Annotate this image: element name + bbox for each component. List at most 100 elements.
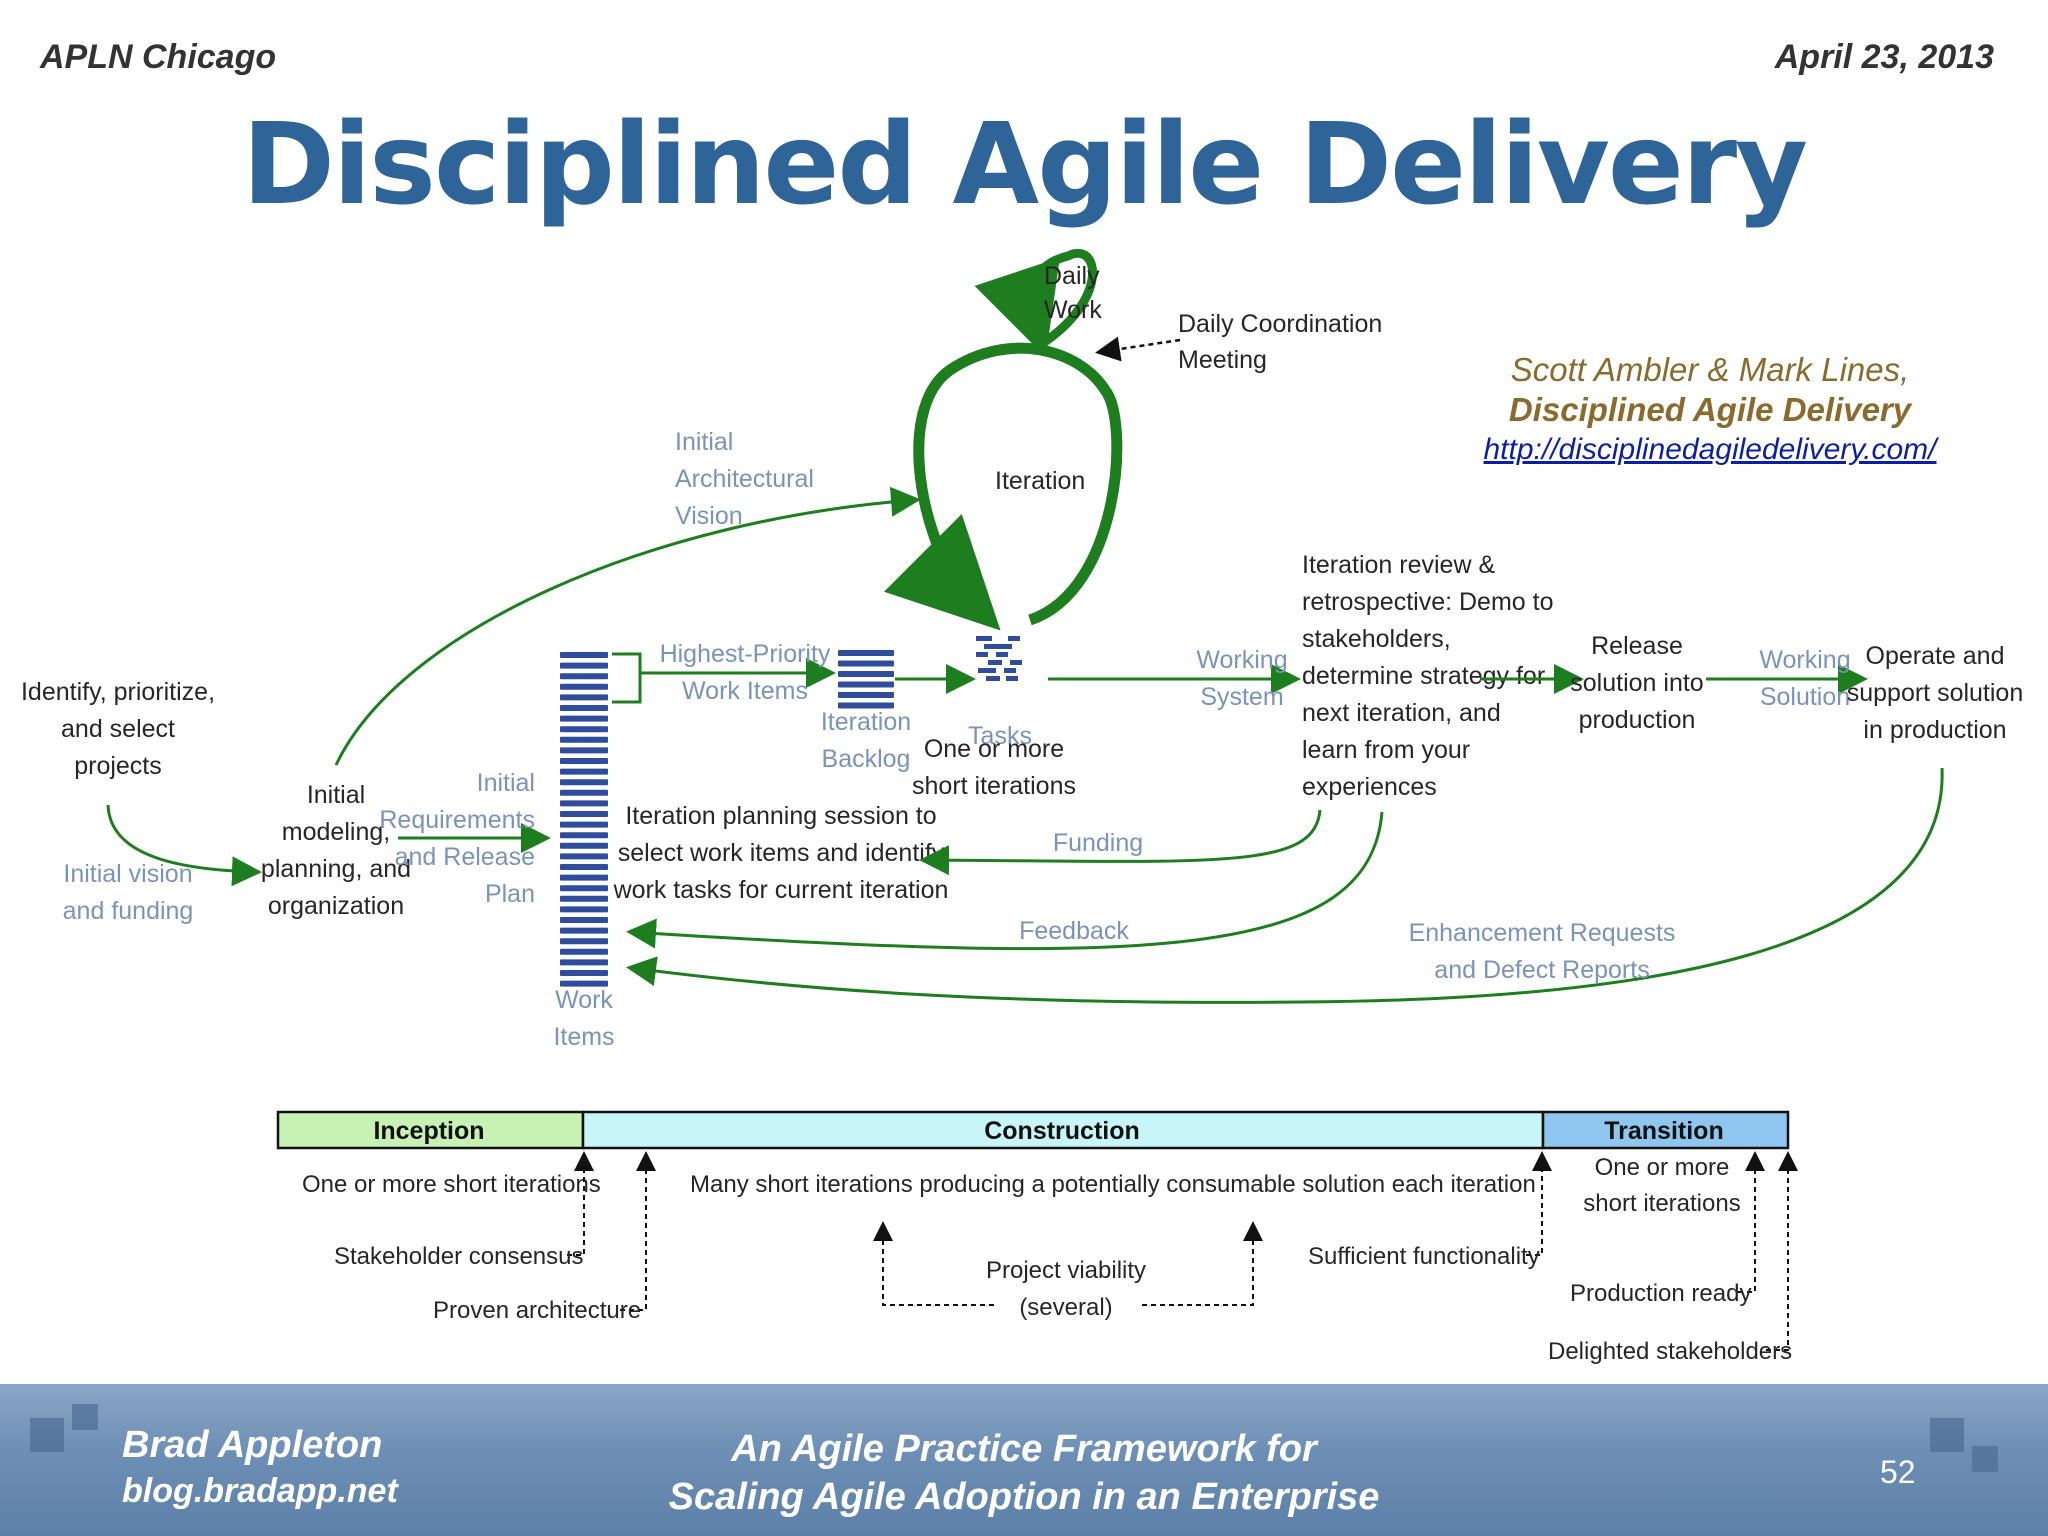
- work-item: [560, 980, 608, 987]
- citation-book: Disciplined Agile Delivery: [1508, 391, 1912, 428]
- task-block: [1006, 676, 1018, 681]
- citation-url[interactable]: http://disciplinedagiledelivery.com/: [1483, 433, 1937, 466]
- construction-label: Construction: [984, 1117, 1140, 1145]
- construction-note: Many short iterations producing a potent…: [690, 1171, 1536, 1198]
- transition-label: Transition: [1604, 1117, 1723, 1145]
- work-item: [560, 811, 608, 817]
- construction-phase: [581, 1110, 1545, 1150]
- iteration-review-label: Iteration review &retrospective: Demo to…: [1302, 551, 1554, 801]
- work-item: [560, 683, 608, 690]
- work-item: [560, 747, 608, 754]
- footer-decoration: [1930, 1418, 1964, 1452]
- inception-note: One or more short iterations: [302, 1171, 601, 1198]
- milestone-stakeholder-consensus: Stakeholder consensus: [334, 1243, 584, 1270]
- author-name: Brad Appleton: [122, 1424, 383, 1466]
- work-item: [560, 895, 608, 902]
- task-block: [984, 644, 1000, 649]
- task-block: [988, 660, 1002, 665]
- feedback-arrow: [626, 811, 1384, 951]
- task-block: [1004, 668, 1016, 673]
- funding-label: Funding: [1053, 829, 1143, 857]
- backlog-item: [838, 660, 894, 667]
- work-item: [560, 938, 608, 945]
- iteration-backlog-stack: [838, 650, 894, 709]
- work-item: [560, 970, 608, 976]
- task-block: [976, 652, 988, 657]
- inception-label: Inception: [373, 1117, 484, 1145]
- work-item: [560, 662, 608, 669]
- daily-work-loop-arrow: [974, 249, 1097, 358]
- task-block: [1000, 644, 1012, 649]
- work-item: [560, 874, 608, 881]
- work-item: [560, 906, 608, 913]
- iteration-label: Iteration: [995, 467, 1085, 495]
- task-block: [1010, 660, 1022, 665]
- backlog-item: [838, 681, 894, 688]
- slide-title: Disciplined Agile Delivery: [241, 100, 1808, 230]
- tasks-label: Tasks: [968, 722, 1032, 750]
- footer: Brad Appleton blog.bradapp.net An Agile …: [0, 1384, 2048, 1536]
- work-item: [560, 800, 608, 807]
- citation-authors: Scott Ambler & Mark Lines,: [1510, 351, 1910, 388]
- work-item: [560, 853, 608, 860]
- work-item: [560, 864, 608, 870]
- work-item: [560, 768, 608, 775]
- work-item: [560, 779, 608, 786]
- work-item: [560, 694, 608, 701]
- work-item: [560, 821, 608, 828]
- daily-meeting-connector: [1095, 336, 1181, 362]
- work-item: [560, 927, 608, 934]
- work-item: [560, 948, 608, 955]
- task-block: [978, 668, 996, 673]
- milestone-production-ready: Production ready: [1570, 1280, 1751, 1307]
- page-number: 52: [1880, 1454, 1916, 1490]
- work-item: [560, 736, 608, 743]
- work-item: [560, 832, 608, 839]
- phase-bar: Inception Construction Transition: [276, 1110, 1790, 1150]
- feedback-label: Feedback: [1019, 917, 1129, 945]
- citation: Scott Ambler & Mark Lines, Disciplined A…: [1400, 350, 2020, 470]
- work-item: [560, 705, 608, 711]
- talk-title-line2: Scaling Agile Adoption in an Enterprise: [668, 1476, 1380, 1518]
- event-name: APLN Chicago: [40, 38, 277, 76]
- milestone-delighted-stakeholders: Delighted stakeholders: [1548, 1338, 1792, 1365]
- backlog-item: [838, 671, 894, 677]
- work-item: [560, 789, 608, 796]
- work-item: [560, 726, 608, 733]
- work-item: [560, 959, 608, 966]
- priority-bracket: [612, 652, 642, 704]
- tasks-icon: [976, 636, 1022, 681]
- talk-title-line1: An Agile Practice Framework for: [731, 1428, 1317, 1470]
- work-item: [560, 842, 608, 849]
- backlog-item: [838, 692, 894, 698]
- event-date: April 23, 2013: [1774, 38, 1994, 76]
- author-blog: blog.bradapp.net: [122, 1472, 398, 1510]
- work-item: [560, 758, 608, 764]
- work-item: [560, 652, 608, 658]
- footer-decoration: [1972, 1446, 1998, 1472]
- milestone-proven-architecture: Proven architecture: [433, 1297, 641, 1324]
- work-item: [560, 673, 608, 680]
- task-block: [976, 636, 992, 641]
- backlog-item: [838, 702, 894, 709]
- work-item: [560, 715, 608, 722]
- vision-funding-arrow: [106, 804, 262, 887]
- architectural-vision-arrow: [334, 486, 921, 766]
- footer-decoration: [72, 1404, 98, 1430]
- work-item: [560, 917, 608, 923]
